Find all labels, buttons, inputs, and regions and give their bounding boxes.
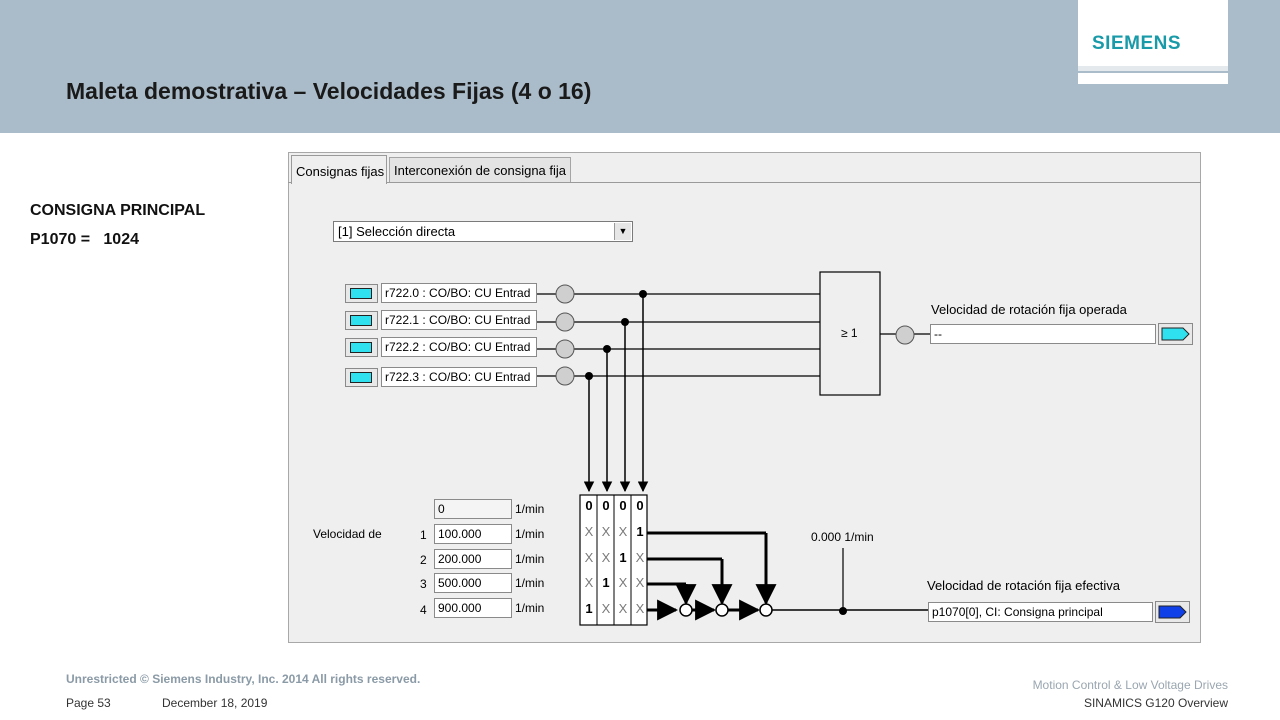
bit-cell: X xyxy=(584,575,594,590)
or-block xyxy=(819,271,881,396)
selection-mode-select[interactable]: [1] Selección directa ▼ xyxy=(333,221,633,242)
input-source-3[interactable]: r722.3 : CO/BO: CU Entrad xyxy=(381,367,537,387)
speed-index-4: 4 xyxy=(420,603,427,617)
speed-field-0: 0 xyxy=(434,499,512,519)
footer-date: December 18, 2019 xyxy=(162,696,268,710)
footer-page: Page 53 xyxy=(66,696,111,710)
operated-value[interactable]: -- xyxy=(930,324,1156,344)
speed-unit-2: 1/min xyxy=(515,552,545,566)
bit-cell: X xyxy=(635,550,645,565)
input-source-1[interactable]: r722.1 : CO/BO: CU Entrad xyxy=(381,310,537,330)
input-connector-2[interactable] xyxy=(345,338,378,357)
logo-box xyxy=(1078,0,1228,66)
operated-title: Velocidad de rotación fija operada xyxy=(931,302,1127,317)
bit-cell: X xyxy=(635,575,645,590)
sum-node-3 xyxy=(759,603,773,617)
bit-cell: 1 xyxy=(602,575,610,590)
siemens-logo: SIEMENS xyxy=(1092,33,1182,54)
speed-index-1: 1 xyxy=(420,528,427,542)
side-heading: CONSIGNA PRINCIPAL xyxy=(30,202,206,219)
tab-interconexion[interactable]: Interconexión de consigna fija xyxy=(389,157,571,182)
input-led-1 xyxy=(555,312,575,332)
input-connector-0[interactable] xyxy=(345,284,378,303)
speed-field-3[interactable]: 500.000 xyxy=(434,573,512,593)
bit-cell: X xyxy=(635,601,645,616)
selection-mode-value: [1] Selección directa xyxy=(338,224,456,239)
speed-unit-4: 1/min xyxy=(515,601,545,615)
logo-strip xyxy=(1078,66,1228,71)
input-led-0 xyxy=(555,284,575,304)
tab-divider xyxy=(288,182,1201,183)
bit-cell: 1 xyxy=(585,601,593,616)
bit-cell: X xyxy=(601,550,611,565)
effective-value[interactable]: p1070[0], CI: Consigna principal xyxy=(928,602,1153,622)
input-led-2 xyxy=(555,339,575,359)
effective-title: Velocidad de rotación fija efectiva xyxy=(927,578,1120,593)
bit-cell: 0 xyxy=(619,498,627,513)
bit-cell: X xyxy=(618,524,628,539)
speed-unit-3: 1/min xyxy=(515,576,545,590)
input-source-0[interactable]: r722.0 : CO/BO: CU Entrad xyxy=(381,283,537,303)
speed-unit-0: 1/min xyxy=(515,502,545,516)
or-block-label: ≥ 1 xyxy=(841,326,858,340)
readout-junction xyxy=(839,607,847,615)
side-param: P1070 = 1024 xyxy=(30,231,139,248)
input-connector-3[interactable] xyxy=(345,368,378,387)
effective-output-connector[interactable] xyxy=(1155,601,1191,623)
bit-cell: X xyxy=(601,601,611,616)
speed-field-2[interactable]: 200.000 xyxy=(434,549,512,569)
input-connector-1[interactable] xyxy=(345,311,378,330)
output-led xyxy=(895,325,915,345)
bit-cell: 0 xyxy=(602,498,610,513)
logo-strip-lower xyxy=(1078,73,1228,84)
footer-division: Motion Control & Low Voltage Drives xyxy=(1032,678,1228,692)
sum-node-2 xyxy=(715,603,729,617)
bit-cell: X xyxy=(618,575,628,590)
speed-label: Velocidad de xyxy=(313,527,382,541)
speed-field-1[interactable]: 100.000 xyxy=(434,524,512,544)
bit-cell: 0 xyxy=(636,498,644,513)
slide-header xyxy=(0,0,1280,133)
bit-cell: X xyxy=(601,524,611,539)
bit-cell: 1 xyxy=(636,524,644,539)
bit-cell: X xyxy=(584,524,594,539)
chevron-down-icon[interactable]: ▼ xyxy=(614,223,631,240)
slide-title: Maleta demostrativa – Velocidades Fijas … xyxy=(66,78,592,104)
speed-field-4[interactable]: 900.000 xyxy=(434,598,512,618)
bit-cell: X xyxy=(618,601,628,616)
speed-unit-1: 1/min xyxy=(515,527,545,541)
tab-consignas-fijas[interactable]: Consignas fijas xyxy=(291,155,387,184)
setpoint-readout: 0.000 1/min xyxy=(811,530,874,544)
bit-cell: 1 xyxy=(619,550,627,565)
input-led-3 xyxy=(555,366,575,386)
footer-copyright: Unrestricted © Siemens Industry, Inc. 20… xyxy=(66,672,421,686)
operated-output-connector[interactable] xyxy=(1158,323,1194,345)
speed-index-2: 2 xyxy=(420,553,427,567)
bit-cell: X xyxy=(584,550,594,565)
input-source-2[interactable]: r722.2 : CO/BO: CU Entrad xyxy=(381,337,537,357)
footer-product: SINAMICS G120 Overview xyxy=(1083,696,1228,710)
bit-cell: 0 xyxy=(585,498,593,513)
speed-index-3: 3 xyxy=(420,577,427,591)
sum-node-1 xyxy=(679,603,693,617)
